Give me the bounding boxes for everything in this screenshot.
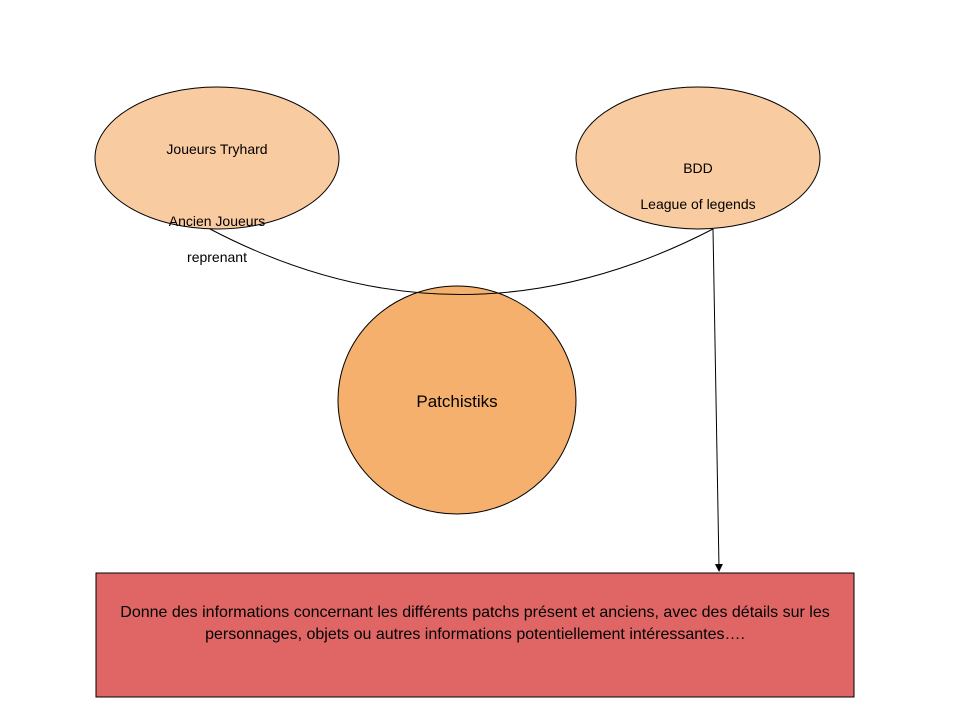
audience-line-4: reprenant	[187, 249, 247, 265]
audience-line-2	[117, 176, 317, 194]
product-label: Patchistiks	[416, 392, 498, 411]
description-text: Donne des informations concernant les di…	[120, 604, 830, 643]
audience-line-1: Joueurs Tryhard	[166, 141, 268, 157]
connector-audience-database	[209, 228, 714, 295]
database-line-1: BDD	[683, 160, 713, 176]
database-label: BDD League of legends	[598, 141, 798, 231]
product-circle[interactable]	[337, 285, 577, 515]
database-line-2: League of legends	[640, 196, 756, 212]
audience-label: Joueurs Tryhard Ancien Joueurs reprenant	[117, 122, 317, 284]
audience-ellipse[interactable]	[94, 86, 340, 230]
database-ellipse[interactable]	[575, 86, 821, 230]
arrow-database-to-box	[712, 228, 723, 572]
audience-line-3: Ancien Joueurs	[168, 213, 266, 229]
description-box[interactable]	[95, 572, 855, 698]
